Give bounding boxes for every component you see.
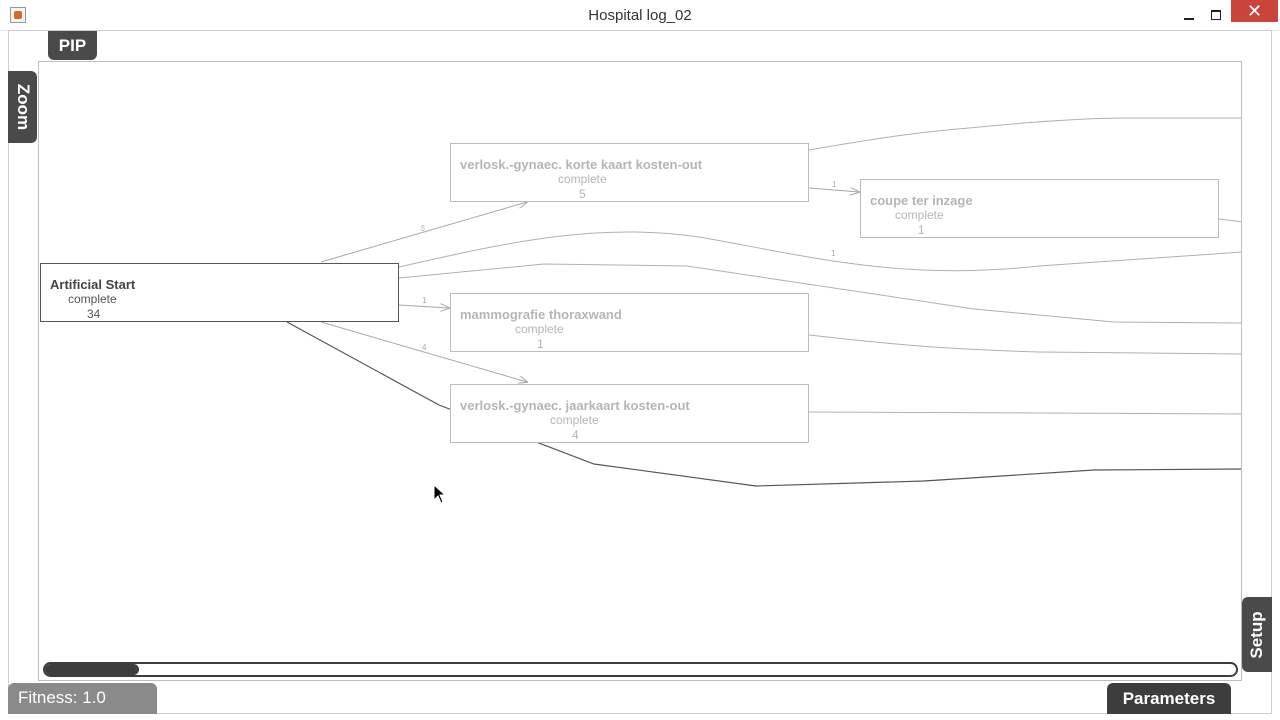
edge-label-start-jaarkaart: 4 — [422, 343, 427, 352]
close-icon: ✕ — [1246, 0, 1263, 21]
scrollbar-thumb[interactable] — [45, 664, 139, 675]
node-jaarkaart[interactable]: verlosk.-gynaec. jaarkaart kosten-out co… — [450, 384, 809, 443]
java-app-icon[interactable] — [10, 7, 26, 23]
node-label: mammografie thoraxwand — [460, 307, 622, 322]
edge-korte-kaart-coupe — [808, 188, 859, 192]
node-state: complete — [515, 322, 564, 336]
maximize-icon — [1211, 9, 1221, 20]
node-label: coupe ter inzage — [870, 193, 973, 208]
node-state: complete — [895, 208, 944, 222]
node-count: 4 — [572, 428, 579, 442]
node-count: 1 — [537, 337, 544, 351]
title-bar: Hospital log_02 ✕ — [0, 0, 1280, 31]
edge-start-curve-upper — [398, 231, 1241, 272]
edge-mammografie-out — [808, 334, 1241, 355]
node-state: complete — [68, 292, 117, 306]
zoom-tab-label: Zoom — [13, 83, 33, 131]
edge-label-start-mammografie: 1 — [422, 296, 427, 305]
process-graph-canvas[interactable]: 5 1 4 1 1 Artificial Start complete 34 v… — [38, 61, 1242, 681]
node-mammografie[interactable]: mammografie thoraxwand complete 1 — [450, 293, 809, 352]
node-count: 1 — [918, 223, 925, 237]
node-count: 5 — [579, 187, 586, 201]
edge-start-line-mid — [398, 263, 1241, 324]
window-title: Hospital log_02 — [588, 7, 692, 24]
node-label: verlosk.-gynaec. jaarkaart kosten-out — [460, 398, 690, 413]
setup-tab-label: Setup — [1247, 610, 1266, 659]
edge-label-curve-upper: 1 — [831, 249, 836, 258]
pip-tab-label: PIP — [58, 35, 87, 55]
edge-start-korte-kaart — [320, 202, 527, 263]
zoom-tab[interactable]: Zoom — [8, 71, 37, 143]
minimize-button[interactable] — [1176, 0, 1202, 29]
horizontal-scrollbar[interactable] — [43, 662, 1238, 677]
edge-start-jaarkaart — [320, 321, 527, 382]
pip-tab[interactable]: PIP — [48, 31, 97, 60]
graph-edges: 5 1 4 1 1 — [286, 117, 1241, 487]
node-count: 34 — [87, 307, 101, 321]
node-coupe[interactable]: coupe ter inzage complete 1 — [860, 179, 1219, 238]
fitness-label: Fitness: 1.0 — [18, 688, 106, 707]
edge-jaarkaart-out — [808, 411, 1241, 415]
fitness-indicator: Fitness: 1.0 — [8, 683, 157, 714]
node-state: complete — [550, 413, 599, 427]
node-label: verlosk.-gynaec. korte kaart kosten-out — [460, 157, 703, 172]
mouse-cursor-icon — [433, 484, 447, 504]
node-state: complete — [558, 172, 607, 186]
edge-label-start-korte-kaart: 5 — [419, 223, 426, 233]
edge-start-mammografie — [398, 305, 449, 308]
node-artificial-start[interactable]: Artificial Start complete 34 — [40, 263, 399, 322]
node-label: Artificial Start — [50, 277, 136, 292]
minimize-icon — [1184, 17, 1194, 20]
parameters-button[interactable]: Parameters — [1107, 683, 1231, 714]
setup-tab[interactable]: Setup — [1242, 597, 1272, 672]
maximize-button[interactable] — [1203, 0, 1229, 29]
edge-coupe-out — [1218, 218, 1241, 223]
parameters-label: Parameters — [1122, 688, 1216, 708]
edge-korte-kaart-out — [808, 117, 1241, 151]
edge-label-korte-kaart-coupe: 1 — [832, 180, 837, 189]
node-korte-kaart[interactable]: verlosk.-gynaec. korte kaart kosten-out … — [450, 143, 809, 202]
edge-start-highlighted — [286, 321, 1241, 487]
close-button[interactable]: ✕ — [1231, 0, 1278, 22]
